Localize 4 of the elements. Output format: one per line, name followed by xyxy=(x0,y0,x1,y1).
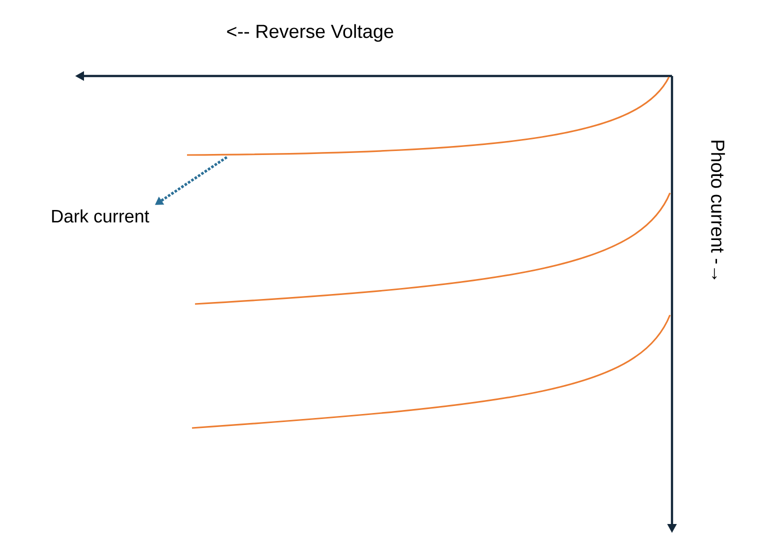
text-label: Dark current xyxy=(52,209,150,223)
axis-label: <-- Reverse Voltage xyxy=(227,24,394,42)
axis-label: Photo current -→ xyxy=(711,140,725,280)
curve xyxy=(187,76,670,156)
